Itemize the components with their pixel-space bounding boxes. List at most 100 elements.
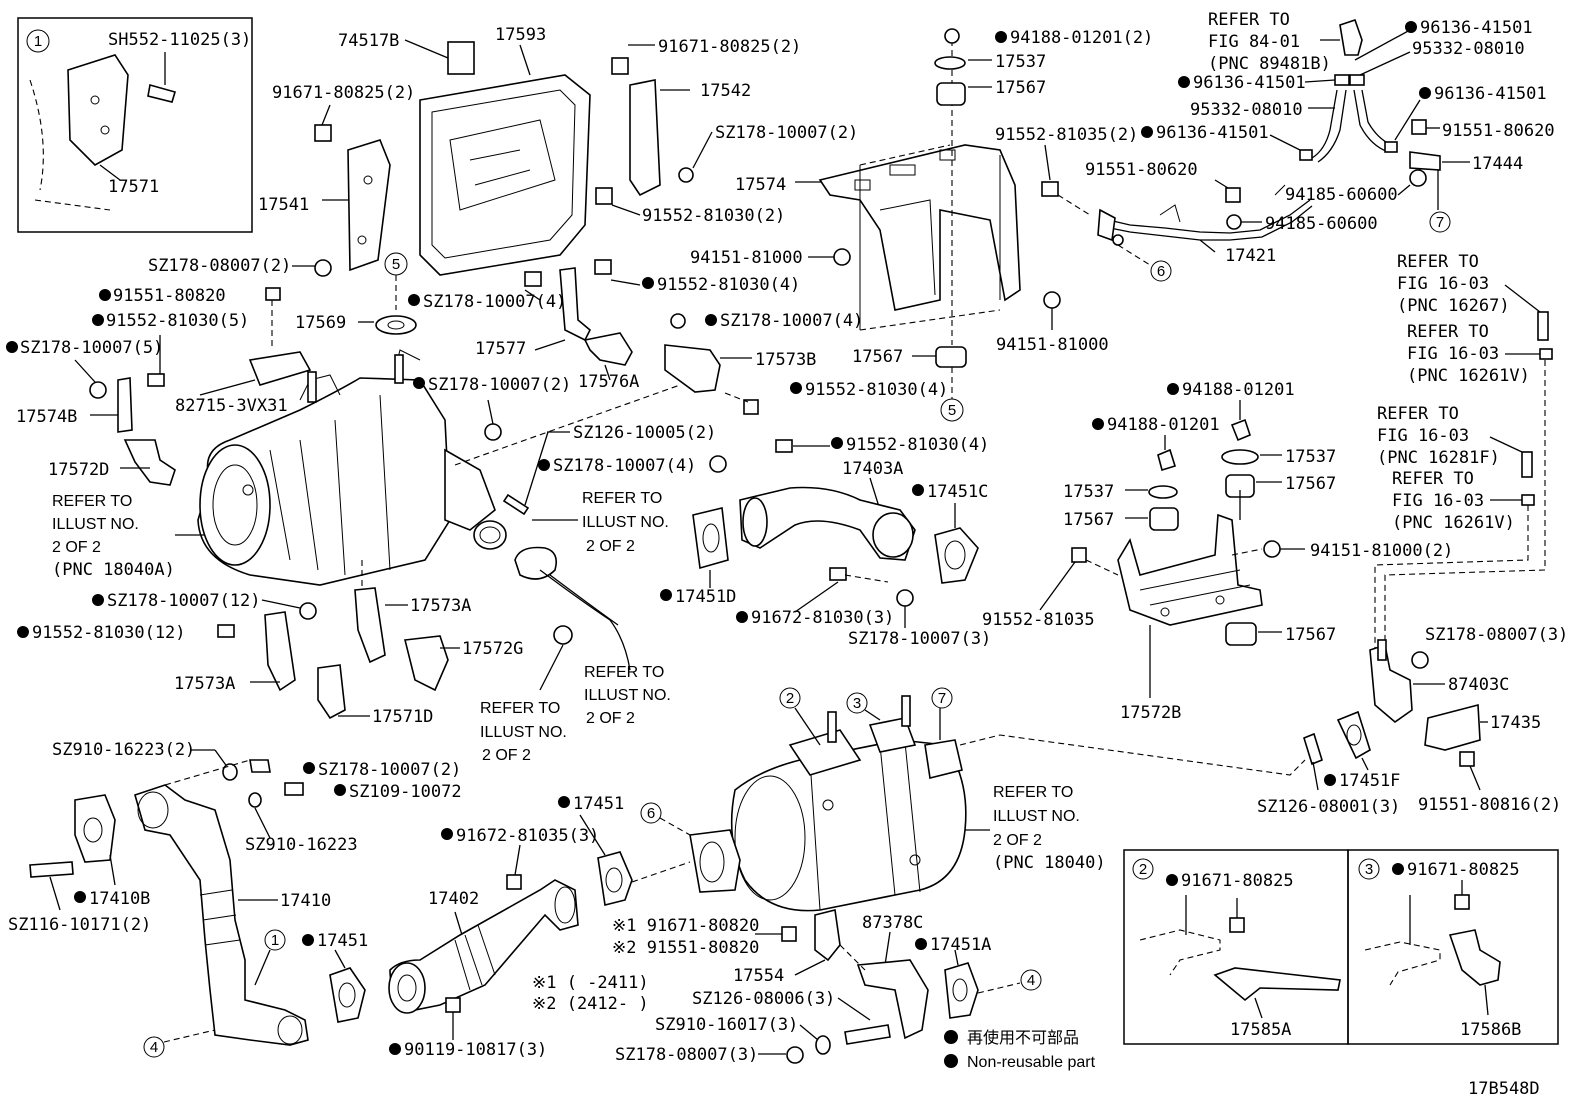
callout-6-b: 6 [647,805,655,822]
refer-illust-b-1: REFER TO [582,490,662,507]
refer-16281-1: REFER TO [1377,404,1459,424]
label-17451-b: 17451 [573,794,624,814]
refer-16267-2: FIG 16-03 [1397,274,1489,294]
label-17567-a: 17567 [995,78,1046,98]
note-1: ※1 ( -2411) [532,973,649,993]
refer-16267-1: REFER TO [1397,252,1479,272]
label-17410B: 17410B [89,889,150,909]
label-17403A: 17403A [842,459,903,479]
label-inset3-bolt: 91671-80825 [1407,860,1520,880]
refer-fig-84-3: (PNC 89481B) [1208,54,1331,74]
label-17451-a: 17451 [317,931,368,951]
refer-illust-b-3: 2 OF 2 [586,538,635,555]
label-17554: 17554 [733,966,784,986]
inset-1-number: 1 [34,33,42,50]
heat-insulator-17593 [404,39,591,276]
callout-4-a: 4 [150,1039,158,1056]
refer-illust-e-3: 2 OF 2 [993,832,1042,849]
refer-16267-3: (PNC 16267) [1397,296,1510,316]
label-17574: 17574 [735,175,786,195]
refer-illust-e-2: ILLUST NO. [993,808,1080,825]
label-96136-41501-b: 96136-41501 [1193,73,1306,93]
refer-illust-c-2: ILLUST NO. [584,687,671,704]
label-91552-81035-2: 91552-81035(2) [995,125,1138,145]
pipe-17410 [134,784,309,1046]
label-17593: 17593 [495,25,546,45]
callout-1: 1 [271,932,279,949]
label-94185-60600-a: 94185-60600 [1285,185,1398,205]
label-17569: 17569 [295,313,346,333]
label-91551-80620-b: 91551-80620 [1085,160,1198,180]
label-91551-80820b: ※2 91551-80820 [612,938,759,958]
inset-2: 2 91671-80825 17585A [1123,849,1349,1045]
label-17421: 17421 [1225,246,1276,266]
bracket-17542 [595,44,713,216]
callout-4-b: 4 [1027,972,1035,989]
label-SZ910-16223: SZ910-16223 [245,835,358,855]
label-SZ178-10007-2a: SZ178-10007(2) [715,123,858,143]
refer-illust-a-3: 2 OF 2 [52,539,101,556]
label-SZ178-10007-4c: SZ178-10007(4) [553,456,696,476]
label-SZ178-10007-4b: SZ178-10007(4) [720,311,863,331]
label-SZ109-10072: SZ109-10072 [349,782,462,802]
label-17542: 17542 [700,81,751,101]
label-17573A-2: 17573A [174,674,235,694]
label-SZ910-16017-3: SZ910-16017(3) [655,1015,798,1035]
legend-en: Non-reusable part [967,1054,1096,1071]
label-91672-81035-3: 91672-81035(3) [456,826,599,846]
label-SZ178-10007-2b: SZ178-10007(2) [428,375,571,395]
callout-2: 2 [786,690,794,707]
label-96136-41501-a: 96136-41501 [1420,18,1533,38]
refer-illust-d-1: REFER TO [480,700,560,717]
legend-jp: 再使用不可部品 [967,1029,1079,1047]
inset-3-number: 3 [1365,861,1373,878]
refer-16261a-2: FIG 16-03 [1407,344,1499,364]
label-91551-80816-2: 91551-80816(2) [1418,795,1561,815]
label-94151-81000-2: 94151-81000(2) [1310,541,1453,561]
label-SZ178-08007-2: SZ178-08007(2) [148,256,291,276]
label-17573B: 17573B [755,350,816,370]
label-17451F: 17451F [1339,771,1400,791]
label-17537-a: 17537 [995,52,1046,72]
diagram-code: 17B548D [1468,1079,1540,1099]
label-17444: 17444 [1472,154,1523,174]
label-91671-80825-2: 91671-80825(2) [658,37,801,57]
label-17451C: 17451C [927,482,988,502]
support-17572B [1117,513,1263,626]
pipe-17402 [388,879,579,1014]
label-91552-81030-4a: 91552-81030(4) [657,275,800,295]
label-17451D: 17451D [675,587,736,607]
refer-illust-b-2: ILLUST NO. [582,514,669,531]
label-17541: 17541 [258,195,309,215]
label-SZ178-10007-5: SZ178-10007(5) [20,338,163,358]
label-94185-60600-b: 94185-60600 [1265,214,1378,234]
main-converter [689,695,967,912]
refer-16261a-3: (PNC 16261V) [1407,366,1530,386]
label-SZ126-08001-3: SZ126-08001(3) [1257,797,1400,817]
refer-illust-a-4: (PNC 18040A) [52,560,175,580]
refer-illust-d-2: ILLUST NO. [480,724,567,741]
label-17572D: 17572D [48,460,109,480]
label-17577: 17577 [475,339,526,359]
label-94151-81000-a: 94151-81000 [690,248,803,268]
bracket-17541 [314,104,391,272]
label-95332-08010-b: 95332-08010 [1190,100,1303,120]
callout-3: 3 [853,695,861,712]
inset-1: 1 SH552-11025(3) 17571 [17,17,253,233]
label-74517B: 74517B [338,31,399,51]
label-94188-01201-2: 94188-01201(2) [1010,28,1153,48]
label-91551-80620-a: 91551-80620 [1442,121,1555,141]
label-SZ178-10007-2c: SZ178-10007(2) [318,760,461,780]
label-SH552-11025: SH552-11025(3) [108,30,251,50]
refer-illust-e-4: (PNC 18040) [993,853,1106,873]
label-SZ178-08007-3a: SZ178-08007(3) [1425,625,1568,645]
refer-illust-c-3: 2 OF 2 [586,710,635,727]
label-96136-41501-c: 96136-41501 [1156,123,1269,143]
label-95332-08010-a: 95332-08010 [1412,39,1525,59]
label-17451A: 17451A [930,935,991,955]
label-17567-d: 17567 [1063,510,1114,530]
refer-fig-84-2: FIG 84-01 [1208,32,1300,52]
refer-16281-2: FIG 16-03 [1377,426,1469,446]
refer-16261b-3: (PNC 16261V) [1392,513,1515,533]
